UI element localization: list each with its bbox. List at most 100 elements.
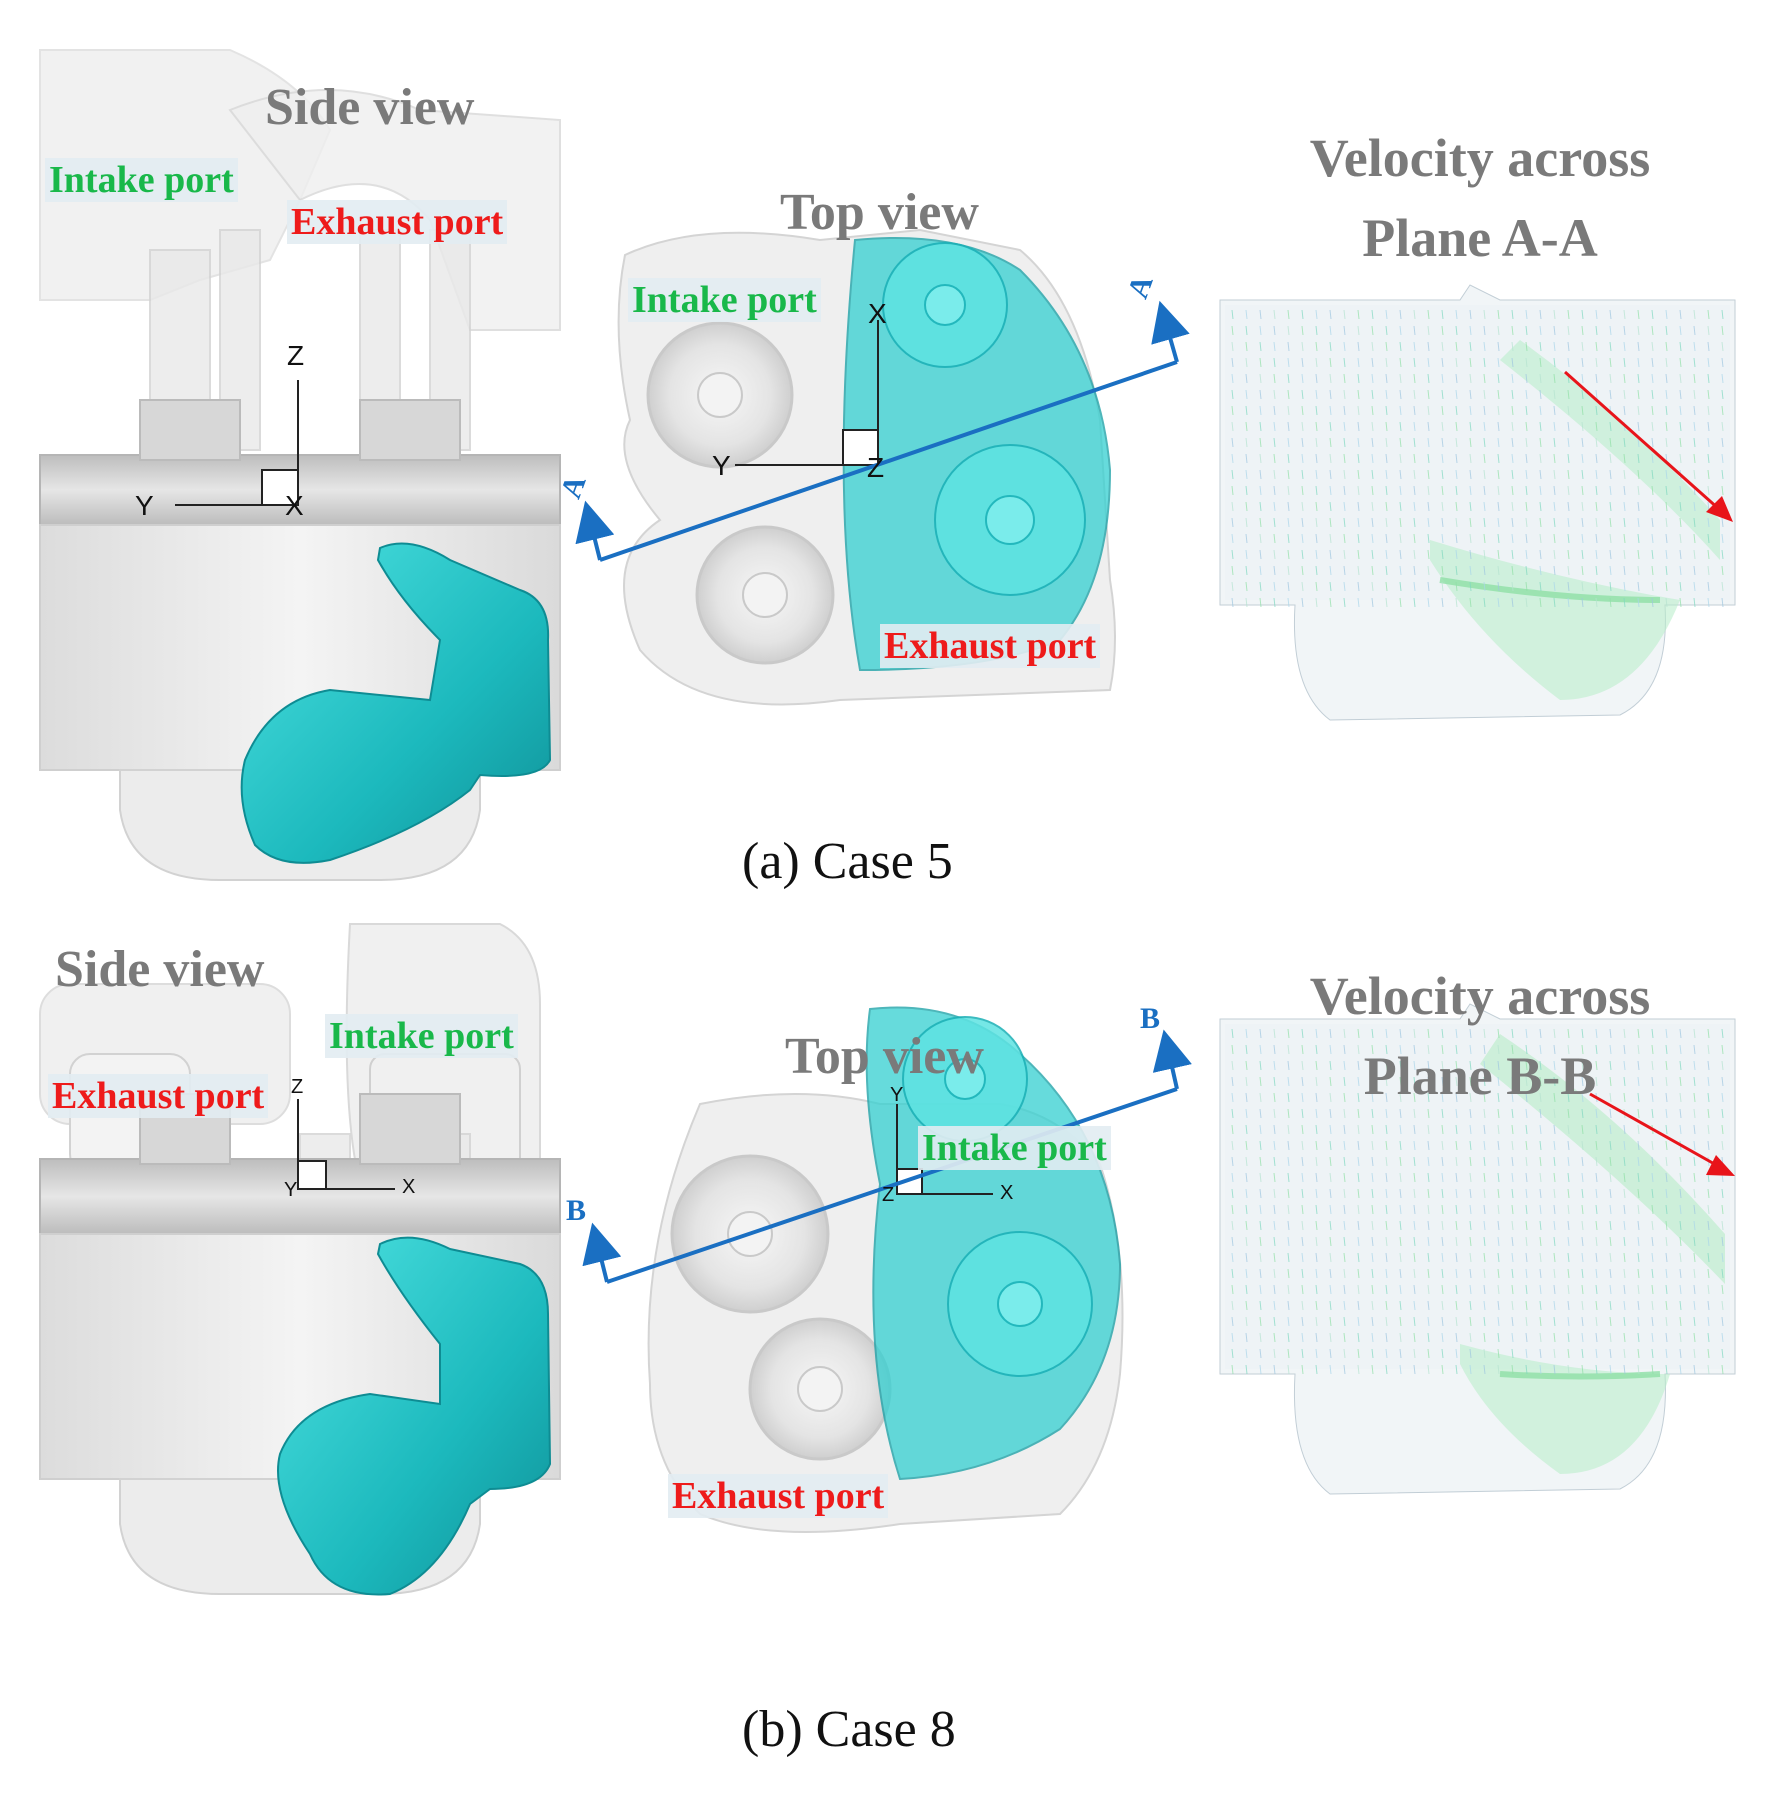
velocity-vector-glyph [1707, 1060, 1710, 1071]
velocity-vector-glyph [1315, 597, 1318, 608]
velocity-vector-glyph [1231, 581, 1234, 592]
velocity-vector-glyph [1567, 1300, 1570, 1311]
velocity-vector-glyph [1637, 1204, 1640, 1215]
velocity-vector-glyph [1623, 1316, 1626, 1327]
velocity-vector-glyph [1231, 1332, 1234, 1343]
velocity-vector-glyph [1497, 1316, 1500, 1327]
velocity-vector-glyph [1651, 341, 1654, 352]
velocity-vector-glyph [1525, 389, 1528, 400]
velocity-vector-glyph [1721, 325, 1724, 336]
velocity-vector-glyph [1693, 1268, 1696, 1279]
velocity-vector-glyph [1273, 1108, 1276, 1119]
velocity-vector-glyph [1273, 1268, 1276, 1279]
panel-case-8: Side view Intake port Exhaust port Top v… [0, 904, 1783, 1808]
velocity-vector-glyph [1231, 1364, 1234, 1375]
velocity-vector-glyph [1707, 1300, 1710, 1311]
velocity-vector-glyph [1637, 325, 1640, 336]
velocity-vector-glyph [1287, 1268, 1290, 1279]
velocity-vector-glyph [1623, 549, 1626, 560]
velocity-vector-glyph [1329, 1076, 1332, 1087]
velocity-vector-glyph [1455, 1188, 1458, 1199]
velocity-vector-glyph [1721, 389, 1724, 400]
velocity-vector-glyph [1245, 1092, 1248, 1103]
velocity-vector-glyph [1651, 517, 1654, 528]
velocity-vector-glyph [1609, 1220, 1612, 1231]
velocity-vector-glyph [1567, 469, 1570, 480]
velocity-vector-glyph [1371, 1316, 1374, 1327]
velocity-vector-glyph [1665, 1124, 1668, 1135]
velocity-vector-glyph [1231, 453, 1234, 464]
velocity-vector-glyph [1231, 1348, 1234, 1359]
velocity-vector-glyph [1357, 1044, 1360, 1055]
velocity-vector-glyph [1651, 1332, 1654, 1343]
velocity-vector-glyph [1273, 565, 1276, 576]
velocity-vector-glyph [1329, 1108, 1332, 1119]
velocity-vector-glyph [1301, 373, 1304, 384]
velocity-vector-glyph [1539, 1364, 1542, 1375]
velocity-vector-glyph [1665, 309, 1668, 320]
velocity-vector-glyph [1441, 565, 1444, 576]
velocity-vector-glyph [1553, 1044, 1556, 1055]
velocity-vector-glyph [1707, 1108, 1710, 1119]
velocity-vector-glyph [1581, 549, 1584, 560]
velocity-vector-glyph [1651, 1092, 1654, 1103]
velocity-vector-glyph [1343, 309, 1346, 320]
velocity-vector-glyph [1441, 1284, 1444, 1295]
velocity-vector-glyph [1525, 373, 1528, 384]
velocity-vector-glyph [1259, 1252, 1262, 1263]
velocity-vector-glyph [1245, 1300, 1248, 1311]
top-view-head [647, 1006, 1124, 1533]
velocity-vector-glyph [1581, 373, 1584, 384]
velocity-vector-glyph [1245, 581, 1248, 592]
velocity-vector-glyph [1525, 1300, 1528, 1311]
velocity-vector-glyph [1343, 1268, 1346, 1279]
velocity-vector-glyph [1693, 469, 1696, 480]
velocity-vector-glyph [1329, 1156, 1332, 1167]
velocity-vector-glyph [1609, 1108, 1612, 1119]
velocity-vector-glyph [1595, 533, 1598, 544]
velocity-vector-glyph [1581, 565, 1584, 576]
velocity-vector-glyph [1525, 1044, 1528, 1055]
velocity-vector-glyph [1665, 469, 1668, 480]
velocity-vector-glyph [1343, 1188, 1346, 1199]
velocity-vector-glyph [1315, 1172, 1318, 1183]
velocity-vector-glyph [1637, 341, 1640, 352]
velocity-vector-glyph [1679, 1348, 1682, 1359]
velocity-vector-glyph [1637, 1268, 1640, 1279]
velocity-vector-glyph [1553, 389, 1556, 400]
velocity-vector-glyph [1511, 533, 1514, 544]
velocity-vector-glyph [1343, 1316, 1346, 1327]
velocity-vector-glyph [1343, 1108, 1346, 1119]
velocity-vector-glyph [1581, 1140, 1584, 1151]
velocity-vector-glyph [1693, 437, 1696, 448]
velocity-vector-glyph [1595, 1236, 1598, 1247]
velocity-vector-glyph [1609, 1284, 1612, 1295]
velocity-vector-glyph [1595, 309, 1598, 320]
velocity-vector-glyph [1637, 1348, 1640, 1359]
velocity-vector-glyph [1567, 1284, 1570, 1295]
velocity-vector-glyph [1399, 1076, 1402, 1087]
velocity-vector-glyph [1469, 565, 1472, 576]
velocity-vector-glyph [1287, 1300, 1290, 1311]
velocity-vector-glyph [1287, 1332, 1290, 1343]
velocity-vector-glyph [1357, 1140, 1360, 1151]
velocity-vector-glyph [1441, 1252, 1444, 1263]
velocity-vector-glyph [1525, 1060, 1528, 1071]
velocity-vector-glyph [1497, 565, 1500, 576]
velocity-vector-glyph [1231, 389, 1234, 400]
velocity-vector-glyph [1595, 405, 1598, 416]
panel-case-5: Side view Intake port Exhaust port Top v… [0, 0, 1783, 904]
velocity-vector-glyph [1259, 1028, 1262, 1039]
velocity-vector-glyph [1693, 357, 1696, 368]
velocity-vector-glyph [1539, 1284, 1542, 1295]
velocity-vector-glyph [1497, 1156, 1500, 1167]
velocity-vector-glyph [1525, 1108, 1528, 1119]
velocity-vector-glyph [1693, 1124, 1696, 1135]
velocity-vector-glyph [1665, 1108, 1668, 1119]
velocity-vector-glyph [1721, 309, 1724, 320]
velocity-vector-glyph [1469, 437, 1472, 448]
velocity-vector-glyph [1427, 1076, 1430, 1087]
velocity-vector-glyph [1245, 357, 1248, 368]
velocity-vector-glyph [1609, 1188, 1612, 1199]
velocity-vector-glyph [1567, 1204, 1570, 1215]
